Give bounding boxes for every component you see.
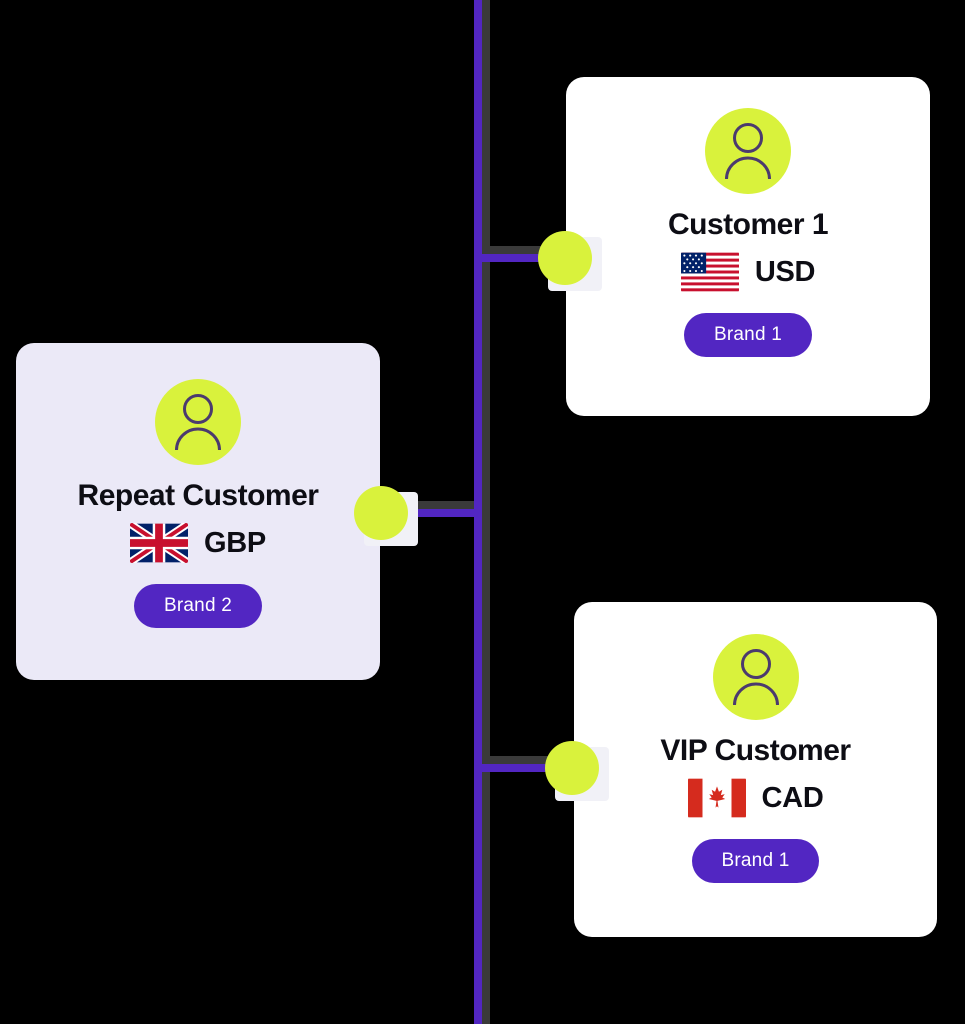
- currency-row: GBP: [130, 523, 266, 563]
- junction-dot-repeat-customer[interactable]: [354, 486, 408, 540]
- user-avatar-icon: [705, 108, 791, 194]
- currency-code: GBP: [204, 526, 266, 559]
- branch-line-customer-1: [482, 254, 568, 262]
- currency-code: CAD: [761, 781, 824, 814]
- currency-code: USD: [754, 255, 816, 288]
- trunk-line-shadow: [482, 0, 490, 1024]
- brand-pill-button[interactable]: Brand 1: [684, 313, 812, 357]
- node-title: VIP Customer: [660, 734, 851, 767]
- user-avatar-icon: [155, 379, 241, 465]
- flag-gb-icon: [130, 523, 189, 563]
- flag-us-icon: [680, 252, 739, 292]
- node-card-vip-customer[interactable]: VIP Customer CAD Brand 1: [574, 602, 937, 937]
- branch-customer-1-shadow: [484, 246, 570, 254]
- brand-pill-button[interactable]: Brand 1: [691, 839, 820, 883]
- flag-ca-icon: [687, 778, 746, 818]
- branch-vip-customer-shadow: [484, 756, 578, 764]
- node-title: Repeat Customer: [77, 479, 319, 512]
- brand-pill-button[interactable]: Brand 2: [134, 584, 262, 628]
- branch-line-repeat-customer: [382, 509, 482, 517]
- currency-row: CAD: [687, 778, 824, 818]
- node-card-customer-1[interactable]: Customer 1: [566, 77, 930, 416]
- junction-dot-customer-1[interactable]: [538, 231, 592, 285]
- currency-row: USD: [680, 252, 816, 292]
- node-card-repeat-customer[interactable]: Repeat Customer GBP Brand 2: [16, 343, 380, 680]
- branch-line-vip-customer: [482, 764, 576, 772]
- user-avatar-icon: [712, 634, 799, 720]
- branch-repeat-customer-shadow: [384, 501, 484, 509]
- node-title: Customer 1: [667, 208, 829, 241]
- junction-dot-vip-customer[interactable]: [545, 741, 599, 795]
